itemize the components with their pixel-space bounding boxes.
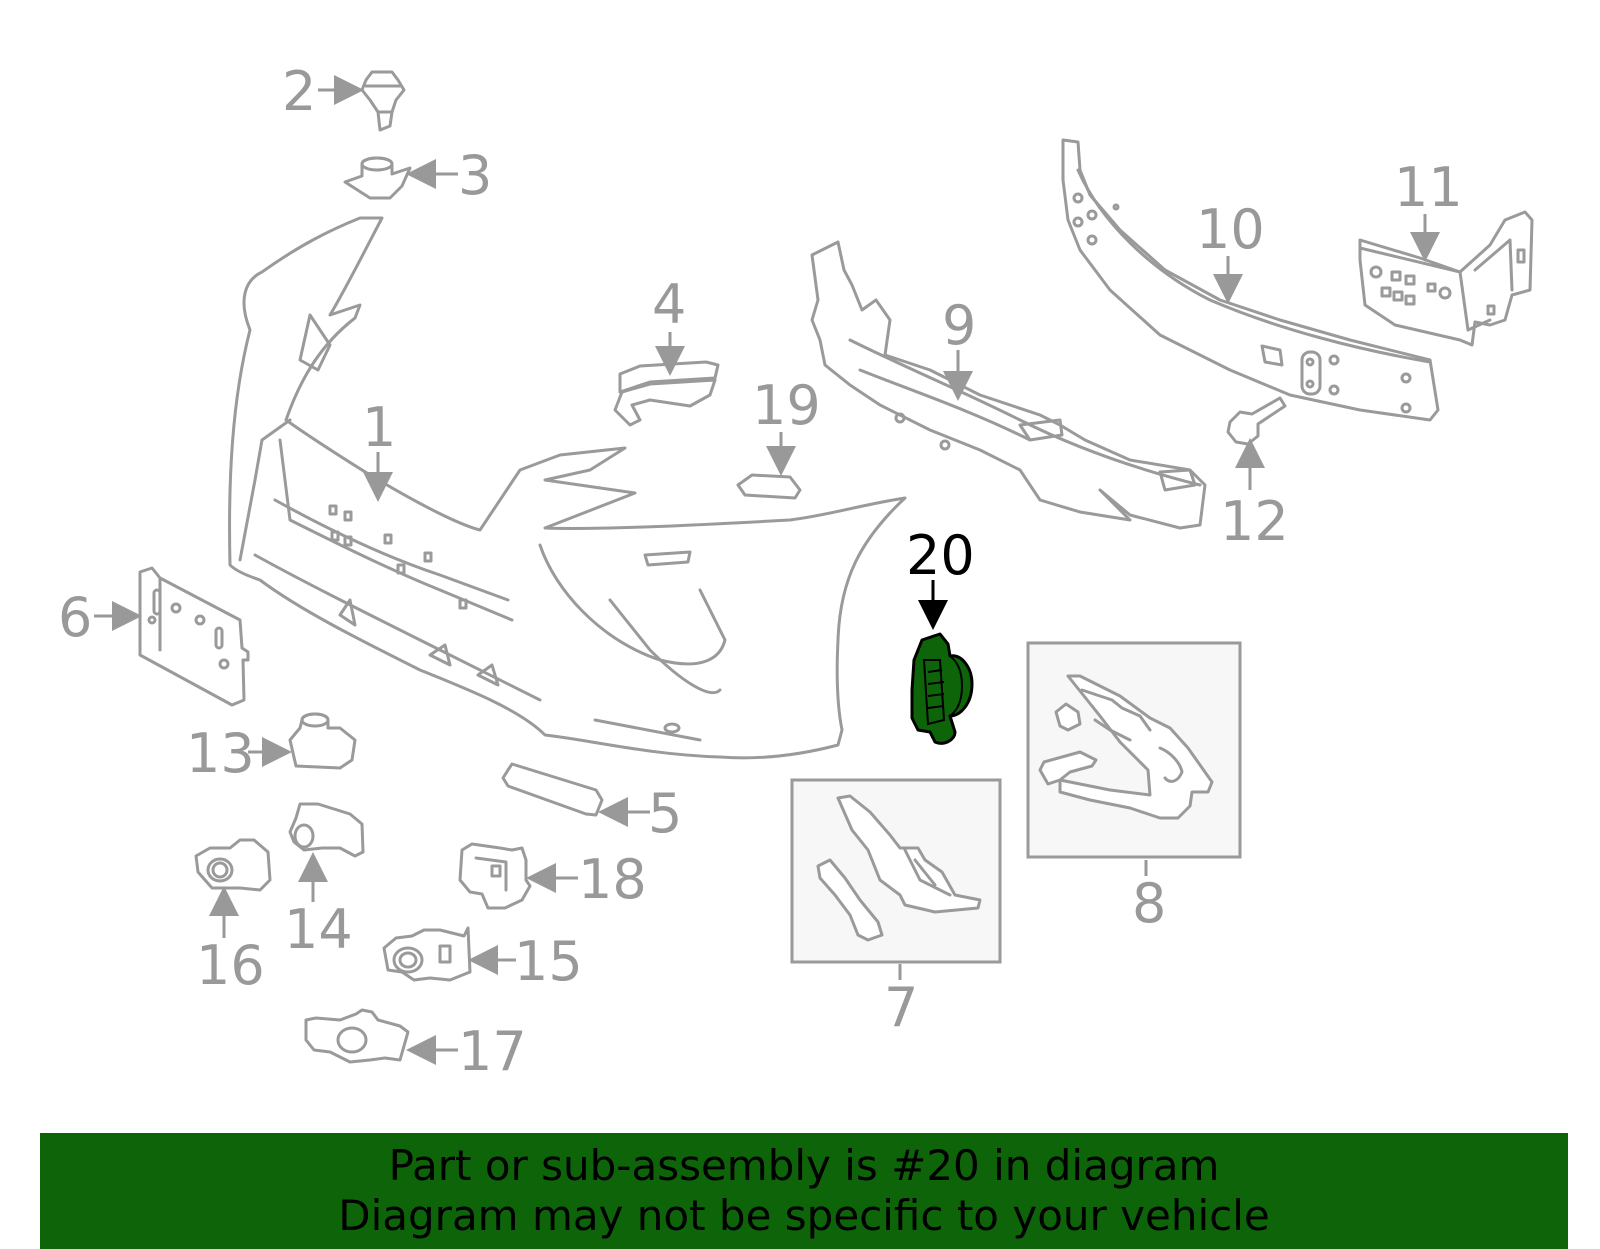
callout-18: 18	[578, 848, 647, 911]
callout-arrows	[94, 75, 1440, 1065]
banner-line-disclaimer: Diagram may not be specific to your vehi…	[338, 1191, 1270, 1240]
callout-10: 10	[1196, 198, 1265, 261]
part-8-box	[1026, 641, 1242, 859]
callout-4: 4	[652, 273, 686, 336]
callout-19: 19	[752, 374, 821, 437]
callout-9: 9	[942, 294, 976, 357]
part-20-highlighted	[910, 632, 974, 745]
callout-17: 17	[458, 1020, 527, 1083]
part-2-clip	[360, 70, 406, 132]
callout-11: 11	[1394, 156, 1463, 219]
part-9-absorber	[810, 240, 1207, 530]
banner-line-part-number: Part or sub-assembly is #20 in diagram	[388, 1141, 1220, 1190]
callout-13: 13	[186, 722, 255, 785]
callout-12: 12	[1220, 490, 1289, 553]
part-4-bracket	[613, 360, 720, 427]
part-19-cap	[736, 473, 802, 500]
callout-5: 5	[648, 782, 682, 845]
part-6-plate-bracket	[138, 566, 250, 707]
part-16-sensor	[194, 838, 272, 892]
callout-8: 8	[1132, 872, 1166, 935]
callout-14: 14	[284, 898, 353, 961]
part-15-sensor-bracket	[382, 926, 472, 982]
part-18-retainer	[458, 842, 532, 910]
callout-2: 2	[282, 60, 316, 123]
part-7-box	[790, 778, 1002, 964]
callout-16: 16	[196, 934, 265, 997]
part-17-sensor-retainer	[304, 1008, 410, 1064]
info-banner: Part or sub-assembly is #20 in diagram D…	[40, 1133, 1568, 1249]
part-11-bracket	[1358, 210, 1534, 347]
callout-6: 6	[58, 586, 92, 649]
part-10-reinforcement	[1061, 138, 1440, 422]
part-12-bolt	[1226, 396, 1287, 446]
callout-labels: 1 2 3 4 5 6 7 8 9 10 11 12 13 14 15 16 1…	[58, 60, 1463, 1083]
callout-1: 1	[362, 396, 396, 459]
part-14-sensor	[288, 802, 365, 858]
part-3-nut	[343, 156, 412, 200]
callout-15: 15	[514, 930, 583, 993]
part-5-molding	[501, 762, 604, 817]
callout-7: 7	[884, 976, 918, 1039]
part-13-sensor-bracket	[288, 712, 357, 770]
callout-3: 3	[458, 144, 492, 207]
callout-20: 20	[906, 524, 975, 587]
part-1-bumper-cover	[228, 216, 907, 760]
